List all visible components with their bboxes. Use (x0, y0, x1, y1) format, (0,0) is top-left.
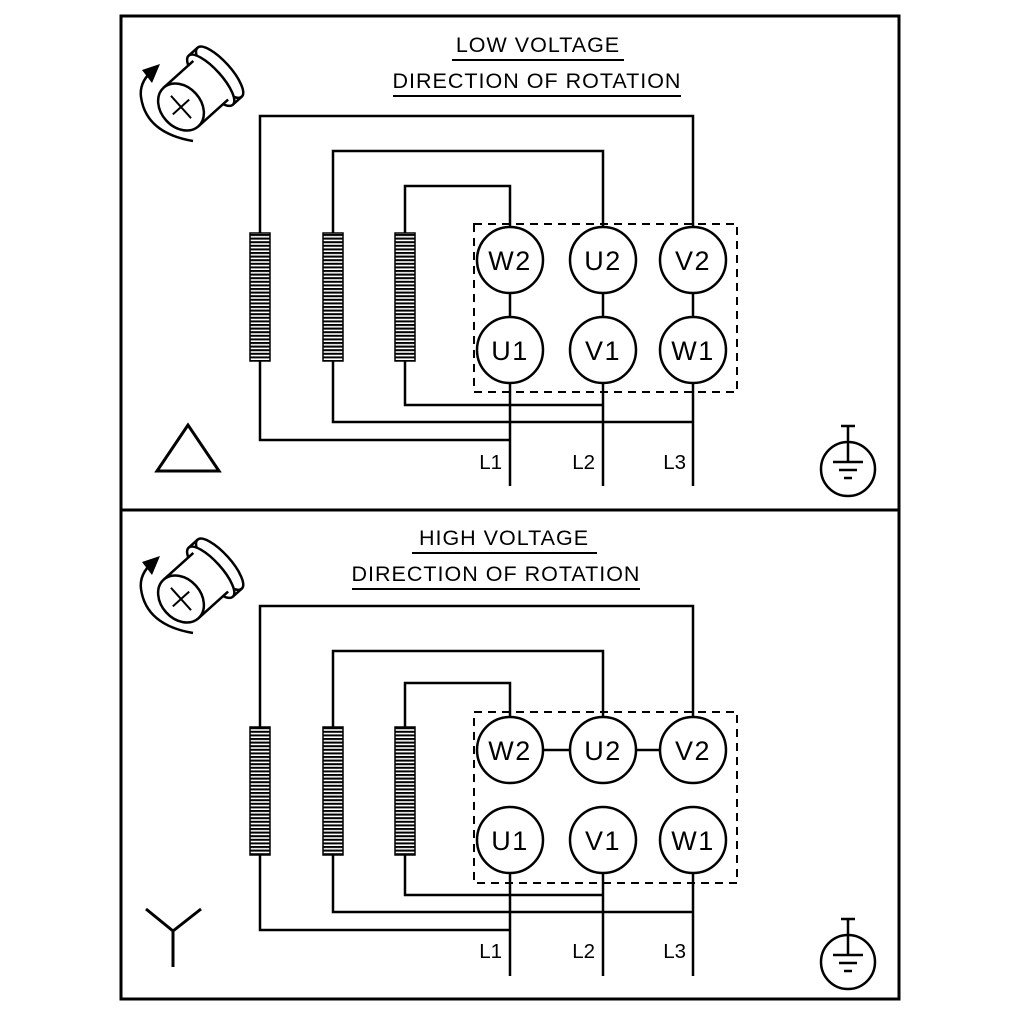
winding-coil-1 (249, 232, 271, 362)
supply-wires (508, 383, 695, 486)
panel-border (119, 508, 901, 1001)
winding-wires (258, 604, 695, 976)
wire-coil3-to-w2 (403, 184, 512, 234)
earth-ground-icon (819, 917, 877, 991)
supply-label-l3: L3 (663, 451, 686, 474)
rotation-direction-icon (139, 39, 252, 147)
rotation-subtitle: DIRECTION OF ROTATION (352, 562, 641, 586)
wire-coil2-to-u2 (331, 149, 605, 234)
wire-coil1-to-u1 (258, 360, 510, 442)
terminal-label-w2: W2 (488, 246, 532, 276)
terminal-circles: W2 U2 V2 U1 V1 W1 (475, 225, 728, 385)
terminal-circles: W2 U2 V2 U1 V1 W1 (475, 715, 728, 875)
rotation-subtitle: DIRECTION OF ROTATION (393, 69, 682, 93)
supply-label-l2: L2 (572, 451, 595, 474)
terminal-w2 (475, 715, 545, 785)
winding-coil-1 (249, 726, 271, 856)
terminal-v1 (568, 805, 638, 875)
terminal-label-v2: V2 (675, 246, 711, 276)
star-symbol (145, 907, 202, 967)
winding-coil-2 (322, 726, 344, 856)
terminal-label-w1: W1 (671, 336, 715, 366)
delta-bridge-links (508, 293, 695, 317)
low-voltage-panel: LOW VOLTAGE DIRECTION OF ROTATION (119, 14, 901, 512)
wire-coil3-to-w2 (403, 681, 512, 728)
wire-coil2-to-u2 (331, 649, 605, 728)
rotation-direction-icon (139, 531, 252, 639)
delta-symbol (154, 422, 222, 473)
terminal-v2 (658, 225, 728, 295)
terminal-v1 (568, 315, 638, 385)
supply-label-l1: L1 (479, 451, 502, 474)
wire-coil3-to-v1 (403, 855, 603, 897)
terminal-box (473, 223, 738, 393)
terminal-w2 (475, 225, 545, 295)
high-voltage-title: HIGH VOLTAGE (419, 526, 589, 550)
wire-coil2-to-w1 (331, 855, 693, 914)
winding-coil-3 (394, 232, 416, 362)
high-voltage-panel: HIGH VOLTAGE DIRECTION OF ROTATION (119, 508, 901, 1001)
earth-ground-icon (819, 424, 877, 498)
terminal-label-v2: V2 (675, 736, 711, 766)
winding-coil-3 (394, 726, 416, 856)
supply-label-l3: L3 (663, 940, 686, 963)
wire-coil2-to-w1 (331, 360, 693, 424)
terminal-label-u2: U2 (584, 736, 622, 766)
wire-coil3-to-v1 (403, 360, 603, 407)
supply-label-l2: L2 (572, 940, 595, 963)
winding-wires (258, 114, 695, 486)
terminal-u1 (475, 805, 545, 875)
supply-wires (508, 873, 695, 976)
supply-label-l1: L1 (479, 940, 502, 963)
low-voltage-title: LOW VOLTAGE (456, 33, 620, 57)
terminal-u2 (568, 715, 638, 785)
winding-coil-2 (322, 232, 344, 362)
wire-coil1-to-u1 (258, 855, 510, 932)
terminal-label-u2: U2 (584, 246, 622, 276)
terminal-box (473, 711, 738, 884)
terminal-label-w1: W1 (671, 826, 715, 856)
terminal-label-u1: U1 (491, 826, 529, 856)
terminal-label-u1: U1 (491, 336, 529, 366)
terminal-u2 (568, 225, 638, 295)
terminal-label-v1: V1 (585, 336, 621, 366)
terminal-label-v1: V1 (585, 826, 621, 856)
terminal-label-w2: W2 (488, 736, 532, 766)
terminal-v2 (658, 715, 728, 785)
terminal-w1 (658, 805, 728, 875)
terminal-u1 (475, 315, 545, 385)
wire-coil1-to-v2 (258, 114, 695, 234)
wire-coil1-to-v2 (258, 604, 695, 728)
terminal-w1 (658, 315, 728, 385)
